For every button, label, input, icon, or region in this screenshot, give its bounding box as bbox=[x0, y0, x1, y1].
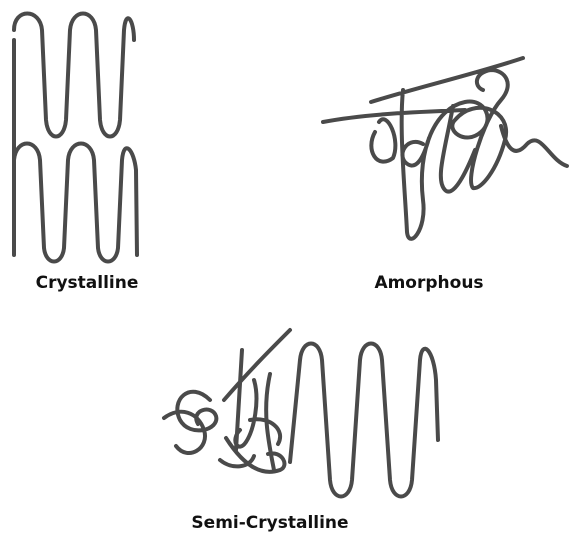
semi-crystalline-label: Semi-Crystalline bbox=[170, 513, 370, 533]
crystalline-diagram bbox=[0, 0, 160, 270]
amorphous-diagram bbox=[305, 40, 577, 250]
crystalline-bottom-fold-row bbox=[14, 40, 137, 262]
amorphous-tangled-chain bbox=[323, 58, 567, 239]
semi-crystalline-diagram bbox=[150, 320, 450, 510]
semi-crystalline-amorphous-region bbox=[164, 330, 290, 472]
crystalline-label: Crystalline bbox=[22, 273, 152, 293]
amorphous-label: Amorphous bbox=[364, 273, 494, 293]
semi-crystalline-ordered-folds bbox=[290, 344, 438, 497]
semi-crystalline-chain-graphic bbox=[150, 320, 450, 510]
amorphous-chain-graphic bbox=[305, 40, 577, 250]
crystalline-top-fold-row bbox=[14, 14, 134, 137]
crystalline-chain-graphic bbox=[0, 0, 160, 270]
